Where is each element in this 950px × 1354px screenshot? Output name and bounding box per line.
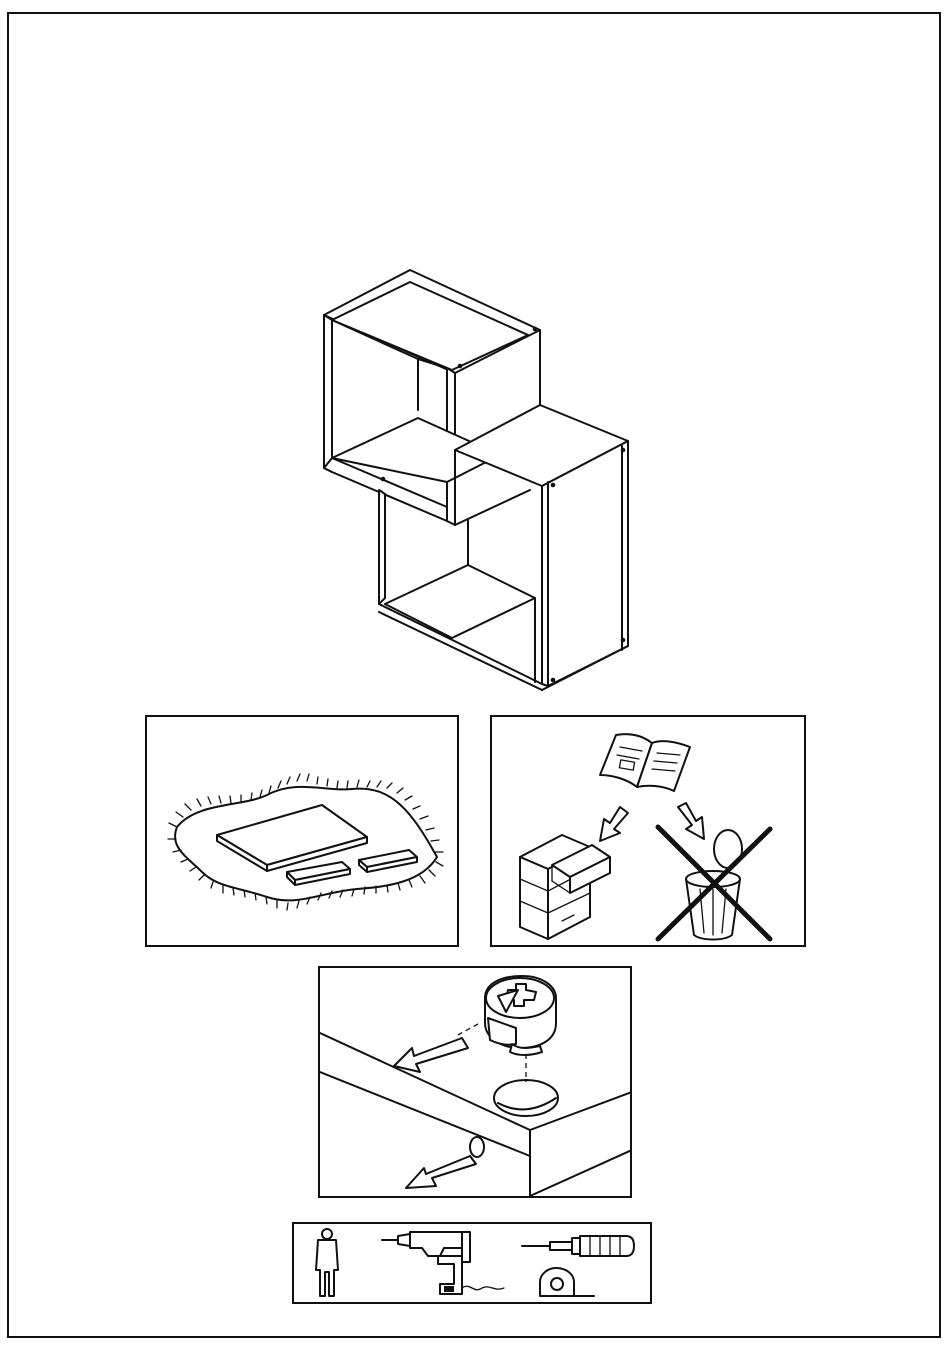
tape-measure-icon xyxy=(540,1268,594,1296)
cam-lock-icon xyxy=(320,968,630,1196)
book-icon xyxy=(600,734,690,791)
power-drill-icon xyxy=(382,1232,504,1294)
tools-panel xyxy=(292,1222,652,1304)
protect-floor-panel xyxy=(145,715,459,947)
cam-lock-panel xyxy=(318,966,632,1198)
person-icon xyxy=(316,1229,338,1296)
screwdriver-icon xyxy=(522,1236,634,1256)
drawer-cabinet-icon xyxy=(520,835,610,939)
keep-instructions-panel xyxy=(490,715,806,947)
upper-cube xyxy=(324,270,540,525)
keep-manual-icon xyxy=(492,717,804,945)
cam-fitting-icon xyxy=(485,976,556,1055)
tools-icons xyxy=(294,1224,650,1302)
blanket-parts-icon xyxy=(147,717,457,945)
